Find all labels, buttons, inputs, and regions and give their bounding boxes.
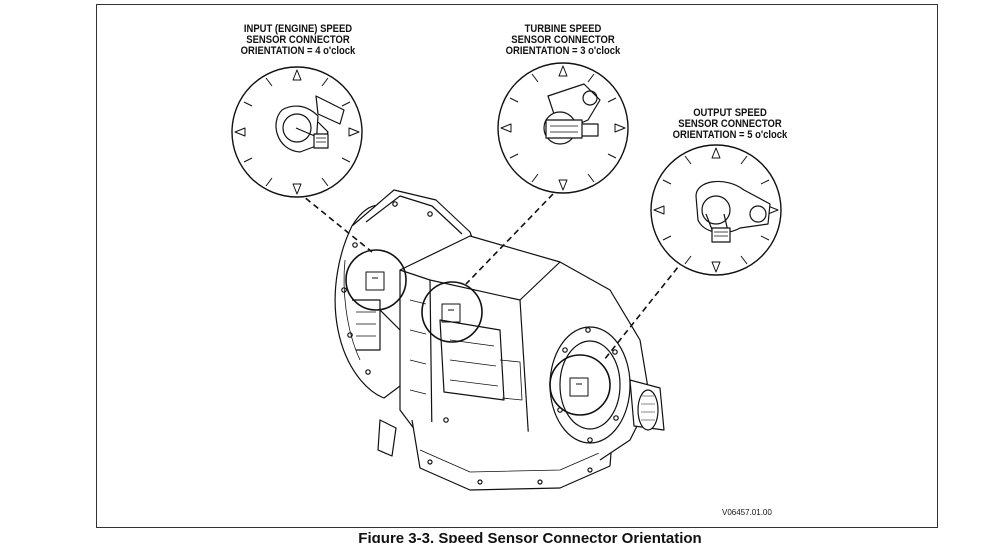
input-sensor-clock-dial — [231, 66, 363, 198]
reference-code: V06457.01.00 — [722, 508, 772, 517]
turbine-speed-sensor-callout: TURBINE SPEED SENSOR CONNECTOR ORIENTATI… — [490, 24, 636, 57]
callout-line: SENSOR CONNECTOR — [511, 34, 615, 46]
callout-line: ORIENTATION = 5 o'clock — [672, 129, 788, 141]
turbine-sensor-clock-dial — [497, 62, 629, 194]
callout-line: SENSOR CONNECTOR — [246, 34, 350, 46]
leader-lines — [297, 191, 691, 361]
callout-line: TURBINE SPEED — [524, 23, 602, 35]
callout-line: ORIENTATION = 4 o'clock — [240, 45, 356, 57]
output-speed-sensor-callout: OUTPUT SPEED SENSOR CONNECTOR ORIENTATIO… — [644, 108, 816, 141]
callout-line: INPUT (ENGINE) SPEED — [243, 23, 353, 35]
callout-line: ORIENTATION = 3 o'clock — [505, 45, 621, 57]
turbine-sensor-location — [421, 281, 483, 343]
figure-caption: Figure 3-3. Speed Sensor Connector Orien… — [358, 531, 702, 543]
output-sensor-location — [549, 354, 611, 416]
figure-frame — [96, 4, 938, 528]
output-sensor-clock-dial — [650, 144, 782, 276]
oil-pan — [377, 419, 613, 491]
output-housing — [549, 261, 665, 461]
callout-line: SENSOR CONNECTOR — [678, 118, 782, 130]
input-speed-sensor-callout: INPUT (ENGINE) SPEED SENSOR CONNECTOR OR… — [221, 24, 376, 57]
input-sensor-location — [345, 249, 407, 311]
callout-line: OUTPUT SPEED — [693, 107, 767, 119]
